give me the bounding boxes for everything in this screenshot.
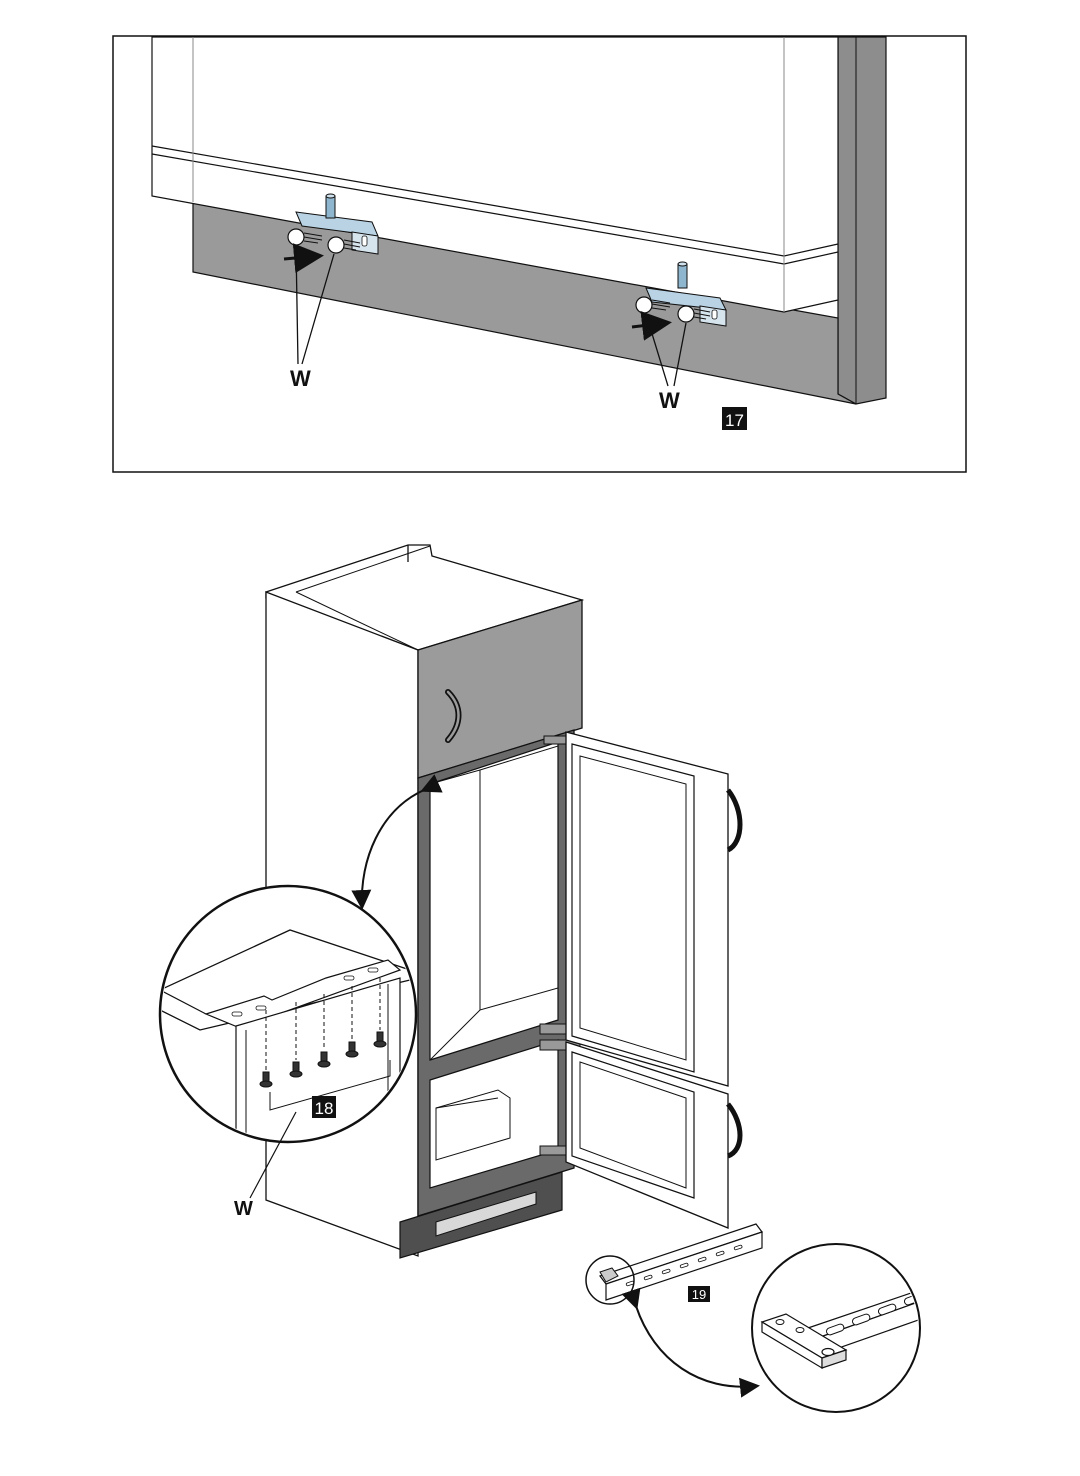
- mounting-bracket-left: [295, 193, 379, 255]
- zoom-detail-19: [751, 1243, 921, 1413]
- zoom-source-circle: [585, 1255, 635, 1305]
- label-w-leader: [645, 313, 687, 387]
- figure-number-badge: [312, 1096, 336, 1118]
- cabinet-side-panel: [837, 36, 887, 405]
- slotted-rail: [599, 1223, 763, 1301]
- figure-19: 19: [585, 1223, 921, 1413]
- screw-icon: [259, 1031, 387, 1088]
- upper-cabinet-door: [417, 599, 583, 779]
- figure-number: 17: [725, 411, 744, 430]
- plinth-vent: [435, 1191, 537, 1237]
- lower-fridge-door: [565, 1041, 729, 1229]
- arrow-icon: [283, 243, 324, 274]
- figure-number: 18: [315, 1099, 334, 1118]
- label-w: W: [290, 366, 311, 391]
- figure-number: 19: [692, 1287, 706, 1302]
- upper-fridge-door: [565, 731, 729, 1087]
- detail-arrow-icon: [621, 1287, 760, 1398]
- label-w: W: [234, 1198, 253, 1220]
- figure-17: W W 17: [112, 35, 967, 473]
- detail-arrow-icon: [351, 774, 443, 910]
- screw-icon: [327, 236, 361, 254]
- fridge-upper-compartment: [429, 741, 559, 1061]
- figure-18: 18 W: [158, 544, 743, 1259]
- label-w: W: [659, 388, 680, 413]
- zoom-detail-18: [158, 884, 418, 1199]
- screw-icon: [677, 305, 711, 323]
- label-w-leader: [295, 245, 335, 365]
- hinge-icon: [539, 1039, 581, 1051]
- figure-number-badge: [722, 407, 747, 430]
